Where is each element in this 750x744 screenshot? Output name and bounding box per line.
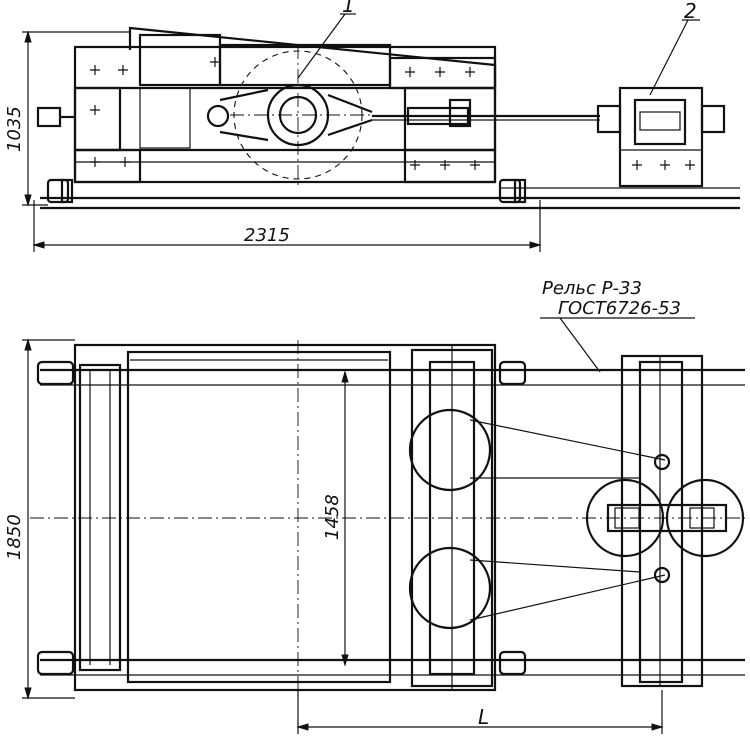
height-dimension-label: 1035 xyxy=(4,106,25,152)
rail-spec-line-2: ГОСТ6726-53 xyxy=(558,298,681,319)
rail-spec-line-1: Рельс Р-33 xyxy=(542,278,642,299)
length-dimension-label: 2315 xyxy=(244,225,290,246)
width-dimension-label: 1850 xyxy=(4,514,25,560)
side-elevation-view xyxy=(22,13,740,252)
callout-2-label: 2 xyxy=(684,0,697,23)
l-dimension-label: L xyxy=(478,705,489,729)
plan-view xyxy=(22,317,745,734)
inner-dimension-label: 1458 xyxy=(322,494,343,540)
callout-1-label: 1 xyxy=(342,0,355,17)
